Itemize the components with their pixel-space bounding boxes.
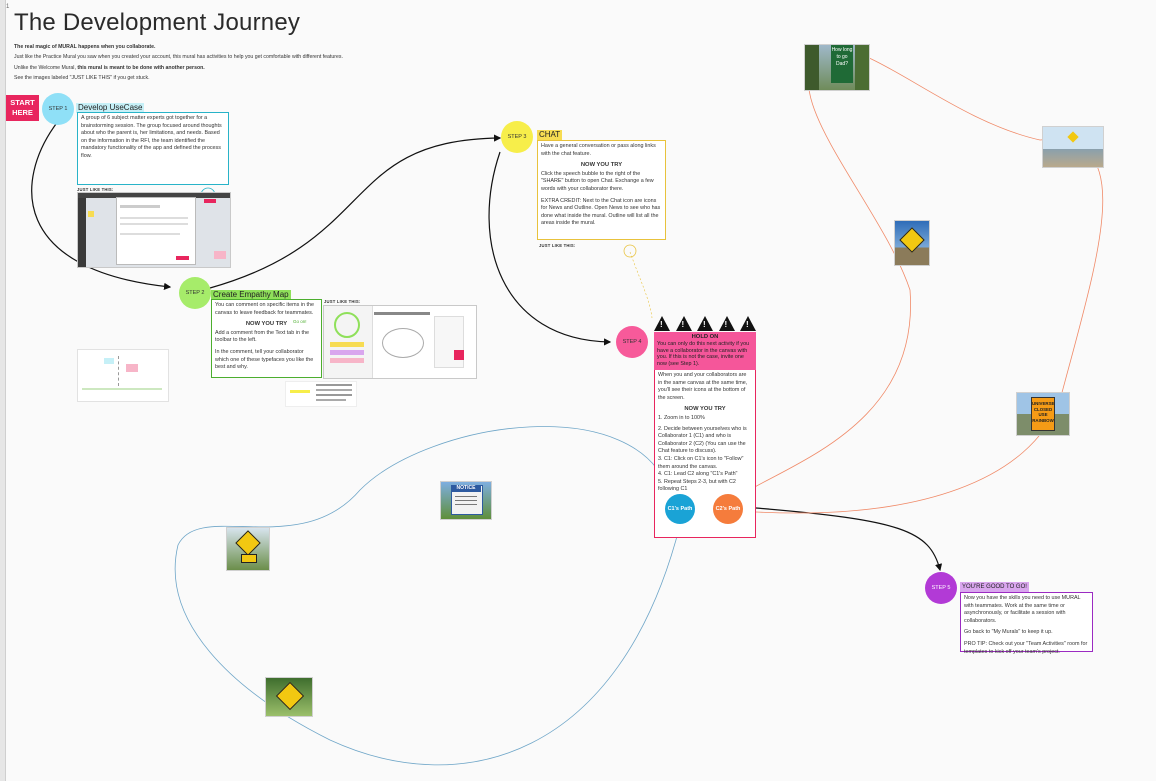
- c2-path-circle[interactable]: C2's Path: [713, 494, 743, 524]
- step1-title[interactable]: Develop UseCase: [76, 103, 145, 113]
- step4-heading: NOW YOU TRY: [684, 406, 726, 413]
- step3-p2: Click the speech bubble to the right of …: [541, 170, 654, 192]
- step5-circle[interactable]: STEP 5: [925, 572, 957, 604]
- intro-line-3: Unlike the Welcome Mural, this mural is …: [14, 64, 205, 71]
- intro-line-2: Just like the Practice Mural you saw whe…: [14, 54, 343, 61]
- c2-path-line: [743, 48, 1104, 514]
- warning-icon: !: [718, 316, 735, 331]
- step4-item: 2. Decide between yourselves who is Coll…: [658, 425, 747, 455]
- c1-path-line: [174, 426, 681, 766]
- step1-circle[interactable]: STEP 1: [42, 93, 74, 125]
- connector-step2-step3: [209, 134, 502, 289]
- step3-textbox[interactable]: Have a general conversation or pass alon…: [537, 140, 666, 240]
- universe-sign-text: UNIVERSE CLOSED USE RAINBOW: [1031, 397, 1055, 431]
- start-here-sticky[interactable]: START HERE: [6, 95, 39, 121]
- left-edge-scrollbar[interactable]: [0, 0, 6, 781]
- step2-circle[interactable]: STEP 2: [179, 277, 211, 309]
- how-long-sign-text: How long to go Dad?: [831, 45, 853, 83]
- universe-closed-photo[interactable]: UNIVERSE CLOSED USE RAINBOW: [1016, 392, 1070, 436]
- intro-line-1: The real magic of MURAL happens when you…: [14, 44, 156, 50]
- step4-item: 3. C1: Click on C1's icon to "Follow" th…: [658, 455, 744, 470]
- hold-on-text: You can only do this next activity if yo…: [657, 340, 750, 368]
- step4-item: 5. Repeat Steps 2-3, but with C2 followi…: [658, 478, 736, 493]
- step2-heading: NOW YOU TRY: [245, 321, 288, 328]
- arrow-sign-photo[interactable]: [226, 527, 270, 571]
- how-long-sign-photo[interactable]: How long to go Dad?: [804, 44, 870, 91]
- bridge-sign-photo[interactable]: [1042, 126, 1104, 168]
- corner-mark: 1: [6, 4, 10, 10]
- connector-step3-step4: [488, 151, 612, 346]
- step3-p3: EXTRA CREDIT: Next to the Chat icon are …: [541, 197, 661, 227]
- frog-sign-photo[interactable]: [265, 677, 313, 717]
- step4-item: 1. Zoom in to 100%: [658, 414, 705, 421]
- step5-textbox[interactable]: Now you have the skills you need to use …: [960, 592, 1093, 655]
- step1-text: A group of 6 subject matter experts got …: [81, 115, 222, 159]
- warning-icon: !: [740, 316, 756, 331]
- road-sign-photo[interactable]: [894, 220, 930, 266]
- connector-step4-step5: [755, 507, 943, 572]
- flow-diagram-thumbnail: [77, 349, 169, 402]
- step2-title[interactable]: Create Empathy Map: [211, 290, 291, 300]
- step4-item: 4. C1: Lead C2 along "C1's Path": [658, 471, 738, 478]
- step3-p1: Have a general conversation or pass alon…: [541, 143, 656, 157]
- warning-icon: !: [675, 316, 692, 331]
- step4-hold-on-sticky[interactable]: HOLD ON You can only do this next activi…: [654, 332, 756, 370]
- step5-p2: Go back to "My Murals" to keep it up.: [964, 629, 1053, 636]
- warning-icon: !: [654, 316, 670, 331]
- step1-textbox[interactable]: A group of 6 subject matter experts got …: [77, 112, 229, 185]
- step1-example-screenshot: [77, 192, 231, 268]
- c1-path-circle[interactable]: C1's Path: [665, 494, 695, 524]
- warning-icons-row: ! ! ! ! !: [654, 316, 756, 332]
- step2-textbox[interactable]: You can comment on specific items in the…: [211, 299, 322, 378]
- step4-circle[interactable]: STEP 4: [616, 326, 648, 358]
- hold-on-heading: HOLD ON: [691, 334, 719, 340]
- step5-title[interactable]: YOU'RE GOOD TO GO!: [960, 582, 1029, 592]
- step2-p2: Add a comment from the Text tab in the t…: [215, 329, 309, 344]
- notice-sign-photo[interactable]: NOTICE: [440, 481, 492, 520]
- step2-just-like-this: JUST LIKE THIS:: [324, 299, 361, 304]
- step4-p1: When you and your collaborators are in t…: [658, 372, 748, 401]
- step5-p1: Now you have the skills you need to use …: [964, 595, 1081, 624]
- step2-p1: You can comment on specific items in the…: [215, 302, 314, 316]
- intro-line-4: See the images labeled "JUST LIKE THIS" …: [14, 75, 150, 82]
- step1-just-like-this: JUST LIKE THIS:: [77, 187, 114, 192]
- step2-go-on-sticky: Go on!: [293, 319, 307, 324]
- step3-just-like-this: JUST LIKE THIS:: [539, 243, 576, 248]
- step2-p3: In the comment, tell your collaborator w…: [215, 348, 314, 371]
- connector-step1-step2: [31, 123, 172, 290]
- notice-sign-text: NOTICE: [451, 485, 481, 492]
- typeface-samples: [285, 381, 357, 407]
- intro-text: The real magic of MURAL happens when you…: [14, 42, 434, 84]
- step2-example-screenshot: [323, 305, 477, 379]
- step3-heading: NOW YOU TRY: [580, 162, 623, 169]
- step5-p3: PRO TIP: Check out your "Team Activities…: [964, 640, 1088, 655]
- step3-circle[interactable]: STEP 3: [501, 121, 533, 153]
- step3-dotted-link: [629, 251, 653, 319]
- warning-icon: !: [697, 316, 713, 331]
- step3-title[interactable]: CHAT: [537, 130, 563, 140]
- page-title: The Development Journey: [14, 9, 301, 36]
